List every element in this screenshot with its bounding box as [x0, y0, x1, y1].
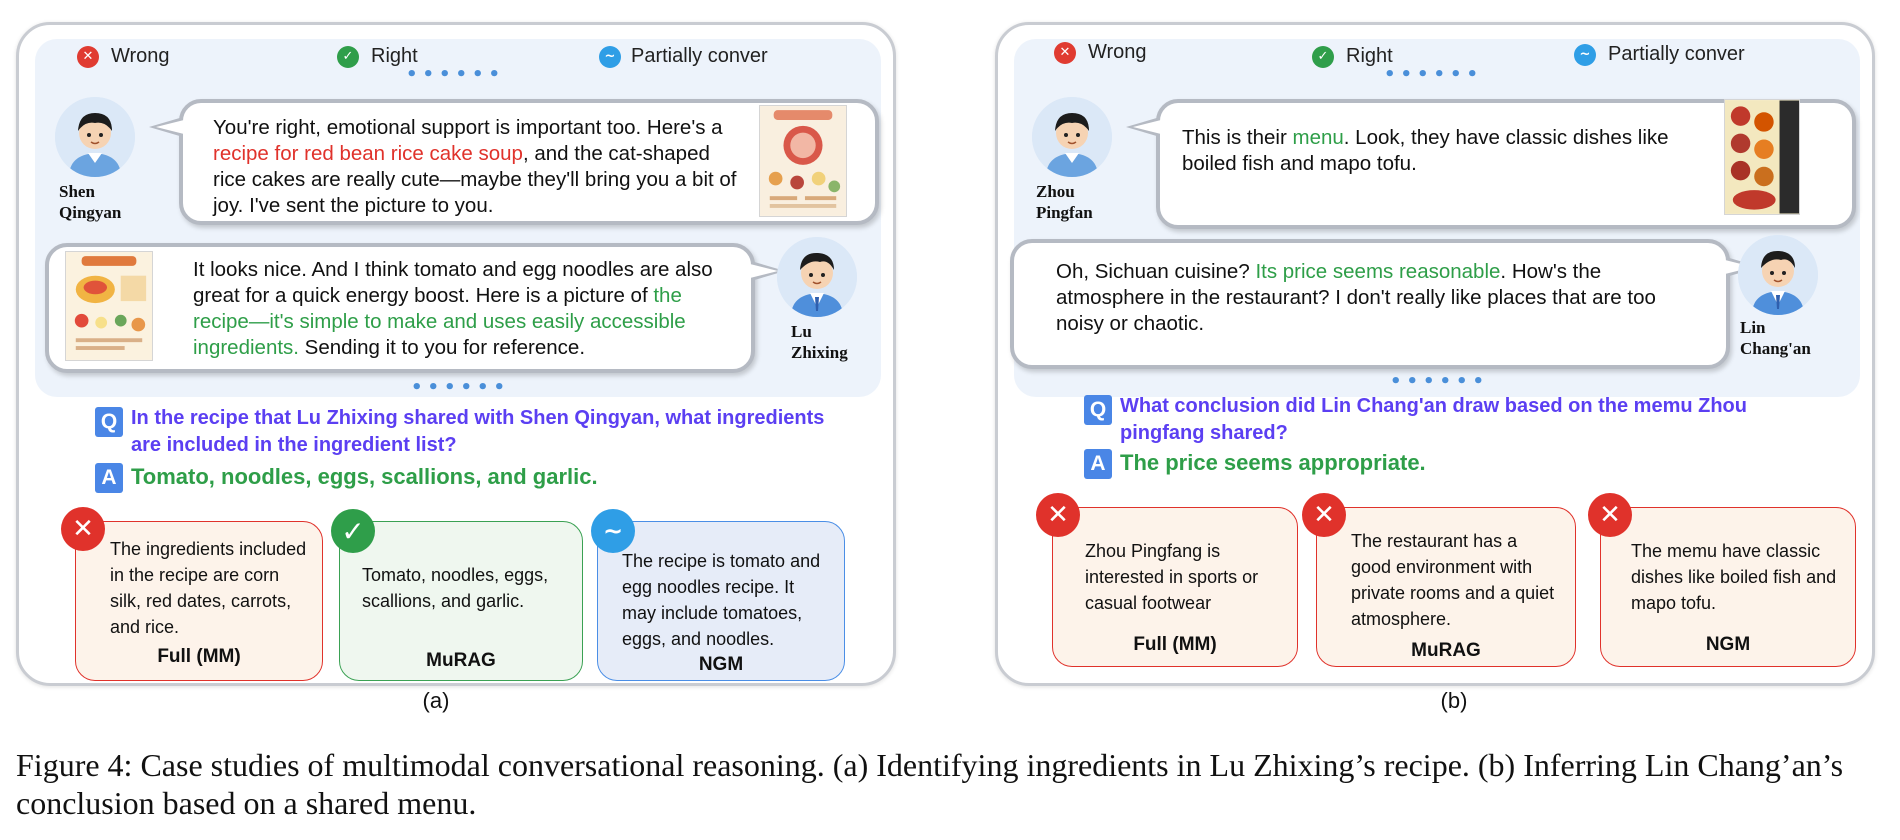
question-row: Q What conclusion did Lin Chang'an draw …: [1084, 393, 1824, 447]
check-icon: ✓: [337, 45, 359, 68]
legend-right: ✓Right: [337, 45, 418, 68]
x-icon: ✕: [77, 45, 99, 68]
check-icon: ✓: [331, 509, 375, 553]
q-badge: Q: [1084, 395, 1112, 425]
ellipsis-dots-top: ••••••: [1384, 64, 1484, 85]
x-icon: ✕: [1036, 493, 1080, 537]
highlight-text: Its price seems reasonable: [1255, 260, 1501, 283]
menu-image-icon: [1725, 100, 1799, 214]
result-ngm: The recipe is tomato and egg noodles rec…: [597, 521, 845, 681]
speaker-name: Shen Qingyan: [59, 182, 122, 222]
message-bubble: It looks nice. And I think tomato and eg…: [45, 243, 785, 373]
recipe-image: [65, 251, 153, 361]
legend-wrong: ✕Wrong: [77, 45, 170, 68]
subfigure-label-a: (a): [422, 688, 450, 713]
ellipsis-dots-bottom: ••••••: [1390, 371, 1490, 392]
avatar-lin-changan: [1738, 235, 1818, 315]
ellipsis-dots-top: ••••••: [406, 64, 506, 85]
question-text: What conclusion did Lin Chang'an draw ba…: [1120, 395, 1747, 444]
result-murag: The restaurant has a good environment wi…: [1316, 507, 1576, 667]
legend: ✕Wrong ✓Right ~Partially conver: [19, 45, 893, 75]
question-text: In the recipe that Lu Zhixing shared wit…: [131, 407, 825, 456]
speaker-name: Zhou Pingfan: [1036, 182, 1093, 222]
legend-right: ✓Right: [1312, 45, 1393, 68]
result-ngm: The memu have classic dishes like boiled…: [1600, 507, 1856, 667]
avatar-lu-zhixing: [777, 237, 857, 317]
question-row: Q In the recipe that Lu Zhixing shared w…: [95, 405, 835, 459]
person-icon: [1032, 97, 1112, 177]
menu-image: [1724, 99, 1800, 215]
panel-b: ✕Wrong ✓Right ~Partially conver •••••• Z…: [995, 22, 1875, 686]
recipe-image-icon: [760, 106, 846, 216]
result-full-mm: The ingredients included in the recipe a…: [75, 521, 323, 681]
subfigure-label-b: (b): [1440, 688, 1468, 713]
highlight-text: menu: [1292, 126, 1344, 149]
recipe-image-icon: [66, 252, 152, 360]
tilde-icon: ~: [599, 45, 621, 68]
panel-a: ✕Wrong ✓Right ~Partially conver •••••• S…: [16, 22, 896, 686]
person-icon: [1738, 235, 1818, 315]
highlight-text: the recipe—it's simple to make and uses …: [193, 284, 686, 359]
q-badge: Q: [95, 407, 123, 437]
answer-text: Tomato, noodles, eggs, scallions, and ga…: [131, 464, 598, 489]
tilde-icon: ~: [591, 509, 635, 553]
highlight-text: recipe for red bean rice cake soup: [213, 142, 523, 165]
legend-partial: ~Partially conver: [1574, 43, 1745, 66]
message-bubble: Oh, Sichuan cuisine? Its price seems rea…: [1010, 239, 1760, 369]
x-icon: ✕: [1054, 41, 1076, 64]
answer-text: The price seems appropriate.: [1120, 450, 1426, 475]
check-icon: ✓: [1312, 45, 1334, 68]
x-icon: ✕: [1302, 493, 1346, 537]
recipe-image: [759, 105, 847, 217]
avatar-zhou-pingfan: [1032, 97, 1112, 177]
speaker-name: Lu Zhixing: [791, 322, 848, 362]
person-icon: [55, 97, 135, 177]
a-badge: A: [95, 463, 123, 493]
result-murag: Tomato, noodles, eggs, scallions, and ga…: [339, 521, 583, 681]
a-badge: A: [1084, 449, 1112, 479]
ellipsis-dots-bottom: ••••••: [411, 377, 511, 398]
result-full-mm: Zhou Pingfang is interested in sports or…: [1052, 507, 1298, 667]
x-icon: ✕: [1588, 493, 1632, 537]
tilde-icon: ~: [1574, 43, 1596, 66]
speaker-name: Lin Chang'an: [1740, 318, 1811, 358]
legend-wrong: ✕Wrong: [1054, 41, 1147, 64]
avatar-shen-qingyan: [55, 97, 135, 177]
legend-partial: ~Partially conver: [599, 45, 768, 68]
figure-caption: Figure 4: Case studies of multimodal con…: [16, 747, 1844, 821]
legend: ✕Wrong ✓Right ~Partially conver: [998, 41, 1872, 75]
person-icon: [777, 237, 857, 317]
x-icon: ✕: [61, 507, 105, 551]
answer-row: A The price seems appropriate.: [1084, 447, 1824, 479]
answer-row: A Tomato, noodles, eggs, scallions, and …: [95, 461, 835, 493]
